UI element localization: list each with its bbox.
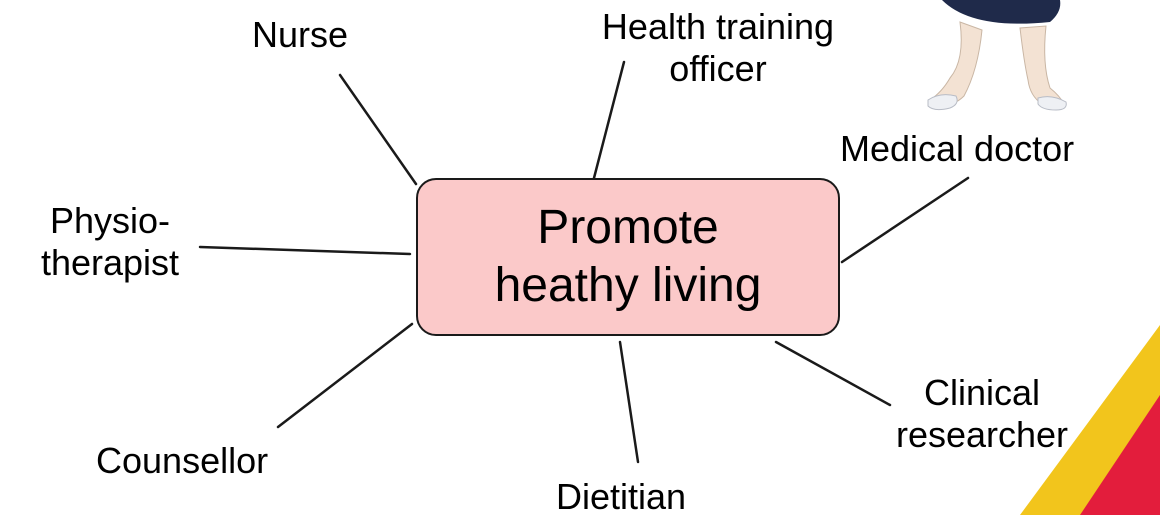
connector-physiotherapist <box>198 245 412 256</box>
node-physiotherapist-line-2: therapist <box>40 242 180 283</box>
node-physiotherapist: Physio- therapist <box>20 200 200 284</box>
node-health-training-officer-line-1: Health training <box>601 6 835 47</box>
node-medical-doctor-label: Medical doctor <box>840 128 1075 169</box>
node-health-training-officer: Health training officer <box>572 6 864 90</box>
connector-health-training-officer <box>592 60 626 180</box>
connector-dietitian <box>618 340 640 464</box>
node-nurse-label: Nurse <box>252 14 349 55</box>
node-medical-doctor: Medical doctor <box>840 128 1074 170</box>
node-clinical-researcher: Clinical researcher <box>890 372 1074 456</box>
cartoon-legs-icon <box>927 0 1067 111</box>
node-clinical-researcher-line-2: researcher <box>895 414 1069 455</box>
node-counsellor-label: Counsellor <box>96 440 269 481</box>
central-topic-box: Promote heathy living <box>416 178 840 336</box>
node-physiotherapist-line-1: Physio- <box>49 200 171 241</box>
node-health-training-officer-line-2: officer <box>669 48 767 89</box>
connector-counsellor <box>276 322 414 429</box>
connector-clinical-researcher <box>774 340 892 407</box>
node-dietitian: Dietitian <box>556 476 686 518</box>
connector-nurse <box>338 73 418 186</box>
node-counsellor: Counsellor <box>96 440 268 482</box>
corner-decoration <box>1020 325 1160 515</box>
node-dietitian-label: Dietitian <box>556 476 687 517</box>
central-topic-line-1: Promote <box>537 201 719 254</box>
central-topic-line-2: heathy living <box>494 259 762 312</box>
connector-medical-doctor <box>840 176 970 264</box>
node-nurse: Nurse <box>252 14 348 56</box>
node-clinical-researcher-line-1: Clinical <box>923 372 1041 413</box>
